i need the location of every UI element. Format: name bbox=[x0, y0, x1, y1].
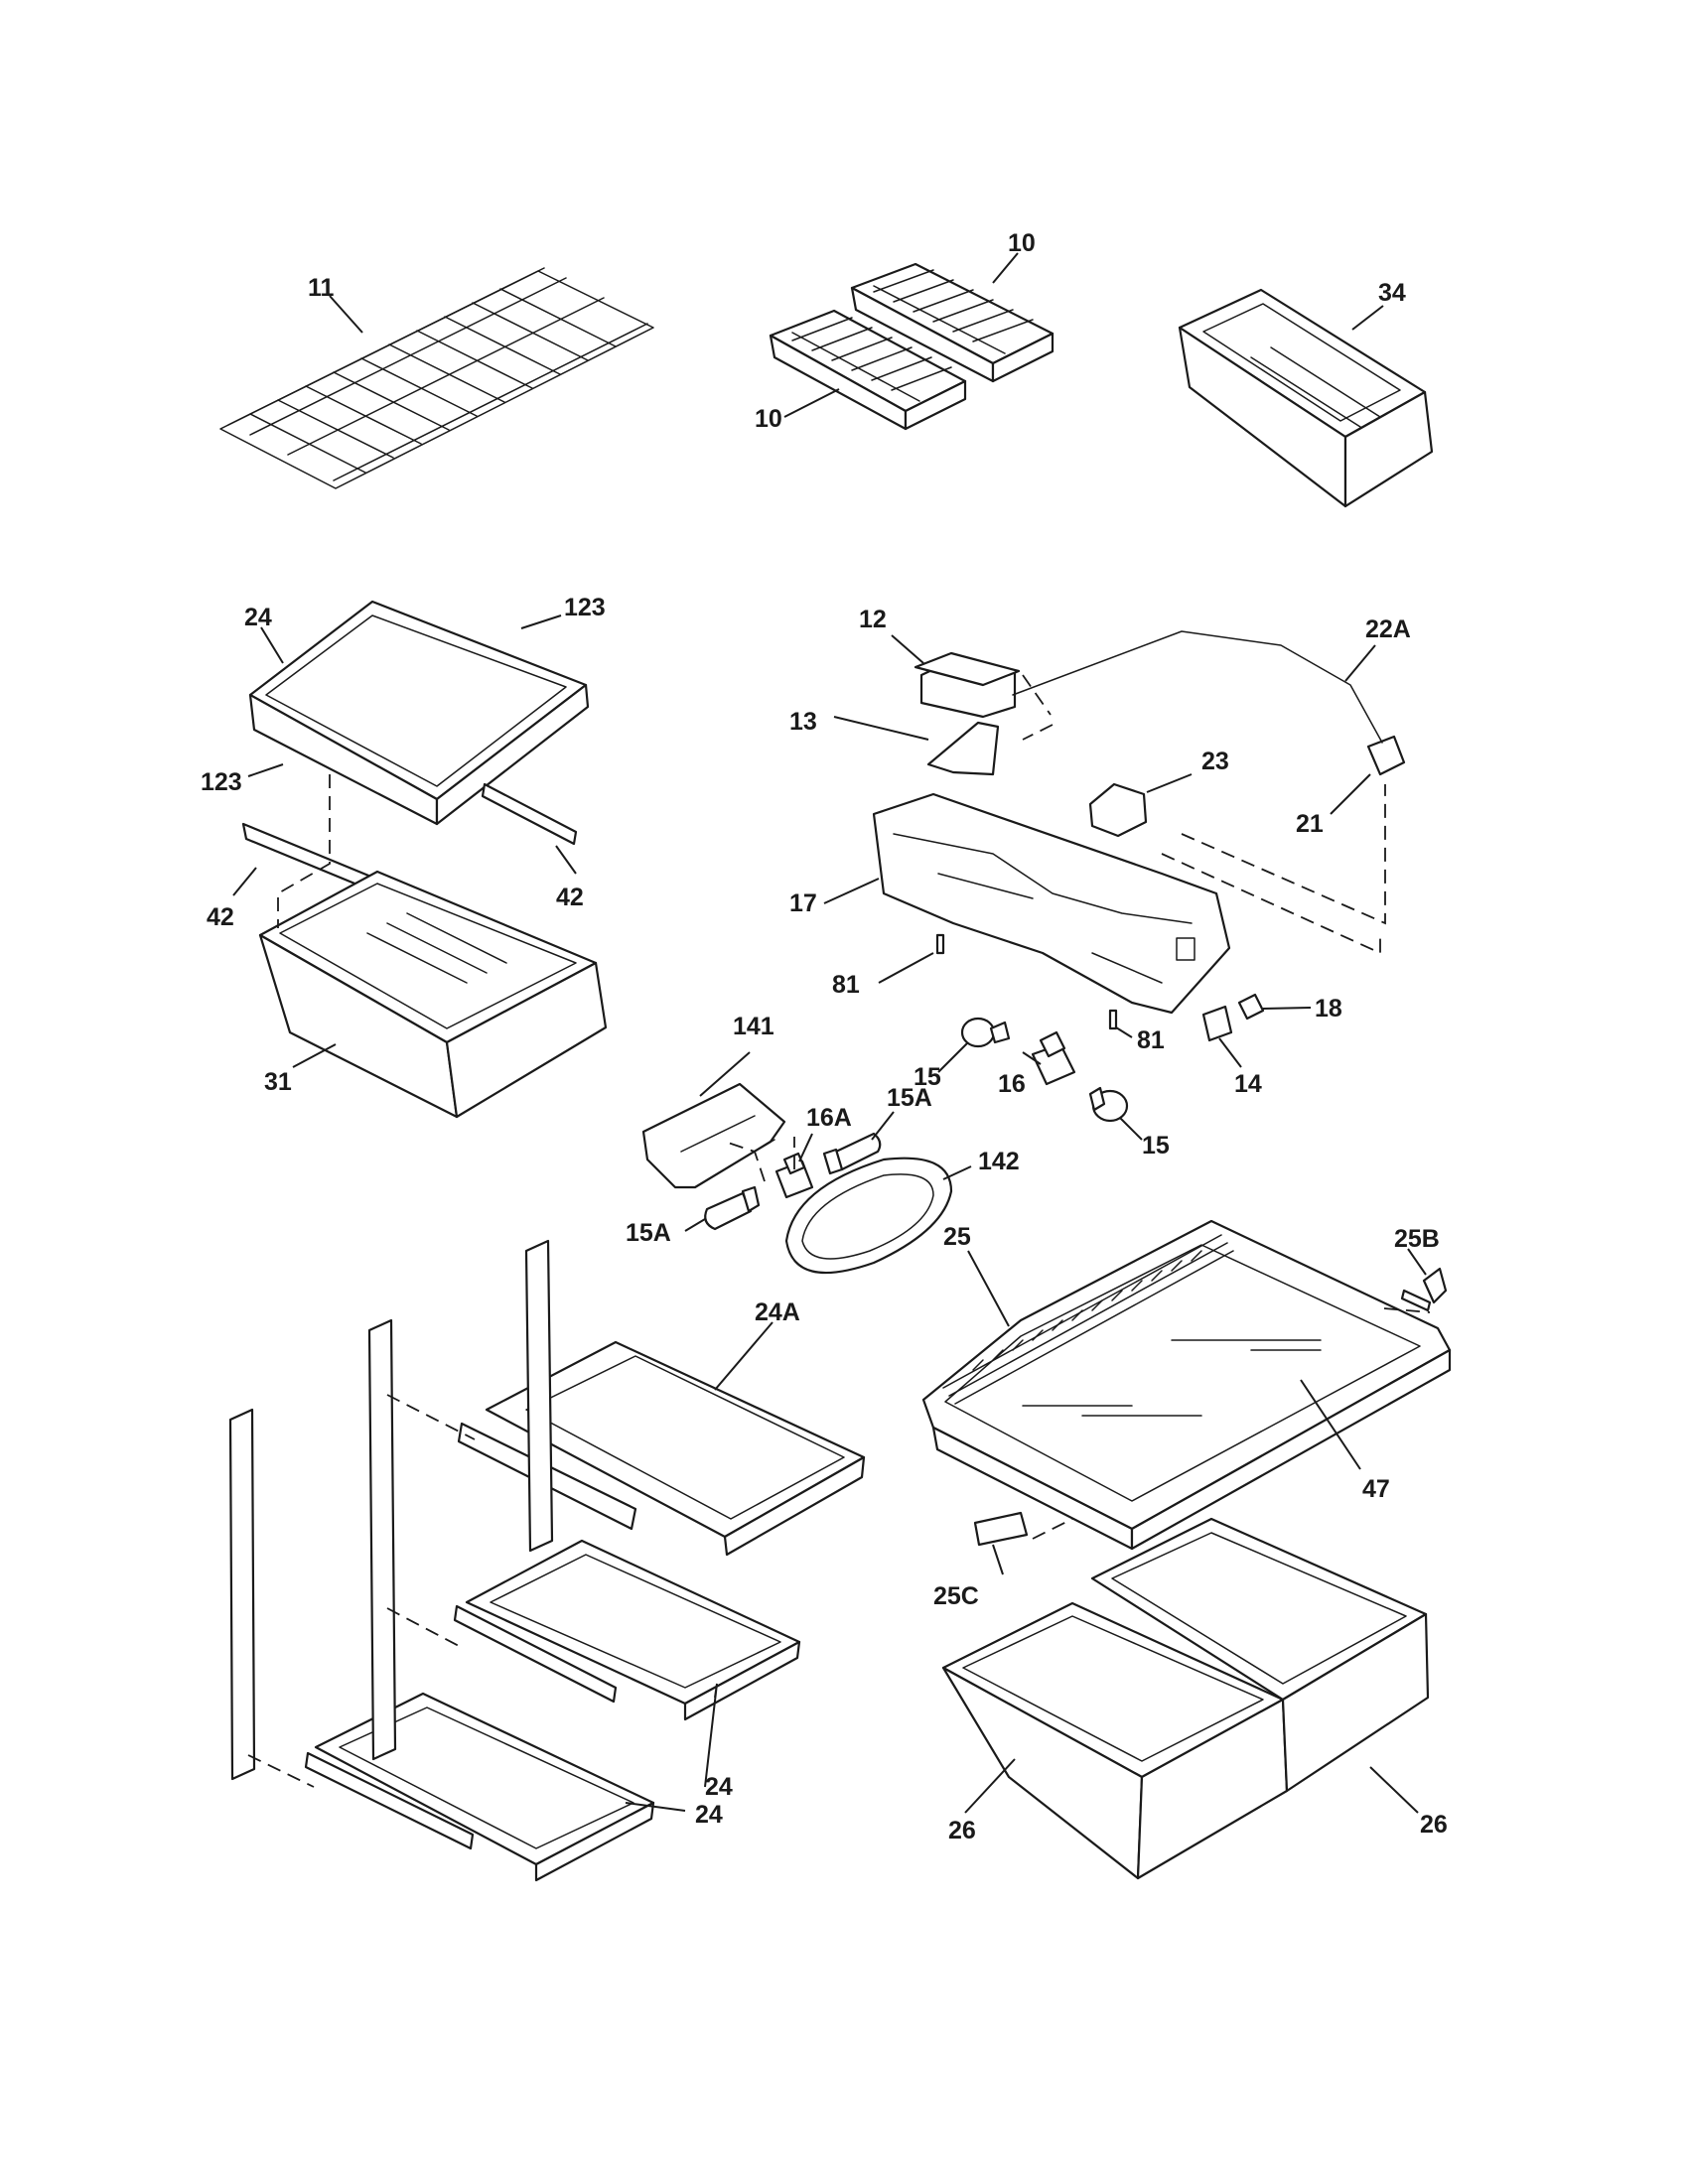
glass-shelf-part-24A bbox=[457, 1340, 866, 1557]
callout-14: 14 bbox=[1234, 1070, 1262, 1098]
callout-141: 141 bbox=[733, 1013, 774, 1040]
callout-10-lower: 10 bbox=[755, 405, 782, 433]
callout-18: 18 bbox=[1315, 995, 1342, 1023]
switch-part-18 bbox=[1237, 993, 1265, 1021]
shelf-rail-middle bbox=[367, 1318, 397, 1761]
crisper-drawer-part-31 bbox=[258, 870, 608, 1119]
callout-47: 47 bbox=[1362, 1475, 1390, 1503]
callout-15A-upper: 15A bbox=[887, 1084, 932, 1112]
callout-25: 25 bbox=[943, 1223, 971, 1251]
callout-labels: 11 10 10 34 24 123 123 42 42 31 12 22A 1… bbox=[201, 229, 1448, 1844]
glass-insert-part-47 bbox=[1022, 1339, 1322, 1417]
crisper-drawer-part-26-left bbox=[941, 1601, 1289, 1880]
thermostat-part-23 bbox=[1088, 782, 1148, 838]
callout-34: 34 bbox=[1378, 279, 1406, 307]
callout-81-right: 81 bbox=[1137, 1026, 1165, 1054]
cover-support-part-25B bbox=[1400, 1267, 1448, 1312]
callout-22A: 22A bbox=[1365, 615, 1411, 643]
callout-12: 12 bbox=[859, 606, 887, 633]
ice-tray-part-10-lower bbox=[769, 309, 967, 431]
callout-42-left: 42 bbox=[207, 903, 234, 931]
callout-142: 142 bbox=[978, 1148, 1020, 1175]
bulb-part-15A-upper bbox=[822, 1132, 882, 1175]
callout-42-right: 42 bbox=[556, 884, 584, 911]
leader-lines bbox=[232, 252, 1427, 1814]
wire-harness-part-22A bbox=[1012, 630, 1386, 955]
callout-123-top: 123 bbox=[564, 594, 606, 621]
glass-shelf-part-24-upper bbox=[248, 600, 590, 826]
glass-shelf-part-24-middle bbox=[453, 1539, 801, 1721]
glass-shelf-part-24-lower bbox=[304, 1692, 655, 1882]
callout-25B: 25B bbox=[1394, 1225, 1440, 1253]
callout-24-top: 24 bbox=[244, 604, 272, 631]
lens-part-142 bbox=[784, 1157, 953, 1275]
lamp-socket-part-16 bbox=[1031, 1030, 1076, 1086]
connector-part-21 bbox=[1366, 735, 1406, 776]
switch-part-14 bbox=[1201, 1005, 1233, 1042]
callout-26-right: 26 bbox=[1420, 1811, 1448, 1839]
shelf-rail-front bbox=[228, 1408, 256, 1781]
cover-support-part-25C bbox=[973, 1511, 1029, 1547]
callout-31: 31 bbox=[264, 1068, 292, 1096]
callout-16: 16 bbox=[998, 1070, 1026, 1098]
screw-part-81-left bbox=[935, 933, 945, 955]
light-cover-part-141 bbox=[641, 1082, 786, 1189]
crisper-drawer-part-26-right bbox=[1090, 1517, 1430, 1793]
bulb-part-15A-lower bbox=[704, 1185, 761, 1231]
callout-13: 13 bbox=[789, 708, 817, 736]
callout-17: 17 bbox=[789, 889, 817, 917]
screw-part-81-right bbox=[1108, 1009, 1118, 1030]
ice-tray-part-10-upper bbox=[850, 262, 1055, 383]
callout-15-lower: 15 bbox=[1142, 1132, 1170, 1160]
bulb-part-15-lower bbox=[1088, 1086, 1129, 1123]
callout-24-lower: 24 bbox=[695, 1801, 723, 1829]
callout-23: 23 bbox=[1201, 748, 1229, 775]
control-housing-part-17 bbox=[872, 792, 1231, 1015]
callout-16A: 16A bbox=[806, 1104, 852, 1132]
shelf-rail-rear bbox=[524, 1239, 554, 1553]
callout-24A: 24A bbox=[755, 1298, 800, 1326]
crisper-cover-part-25 bbox=[921, 1219, 1452, 1551]
callout-10-upper: 10 bbox=[1008, 229, 1036, 257]
callout-15-upper: 15 bbox=[914, 1063, 941, 1091]
callout-24-middle: 24 bbox=[705, 1773, 733, 1801]
callout-123-left: 123 bbox=[201, 768, 242, 796]
bulb-part-15-upper bbox=[960, 1017, 1011, 1048]
callout-15A-lower: 15A bbox=[626, 1219, 671, 1247]
assembly-guide-lines bbox=[247, 774, 1431, 1788]
callout-25C: 25C bbox=[933, 1582, 979, 1610]
housing-cap-part-12 bbox=[914, 651, 1021, 719]
shelf-slide-part-42-right bbox=[481, 782, 578, 846]
wire-shelf-part-11 bbox=[219, 267, 654, 489]
callout-81-left: 81 bbox=[832, 971, 860, 999]
callout-11: 11 bbox=[308, 274, 335, 302]
freezer-bin-part-34 bbox=[1178, 288, 1434, 508]
callout-26-left: 26 bbox=[948, 1817, 976, 1844]
callout-21: 21 bbox=[1296, 810, 1324, 838]
light-shield-part-13 bbox=[926, 721, 1000, 776]
